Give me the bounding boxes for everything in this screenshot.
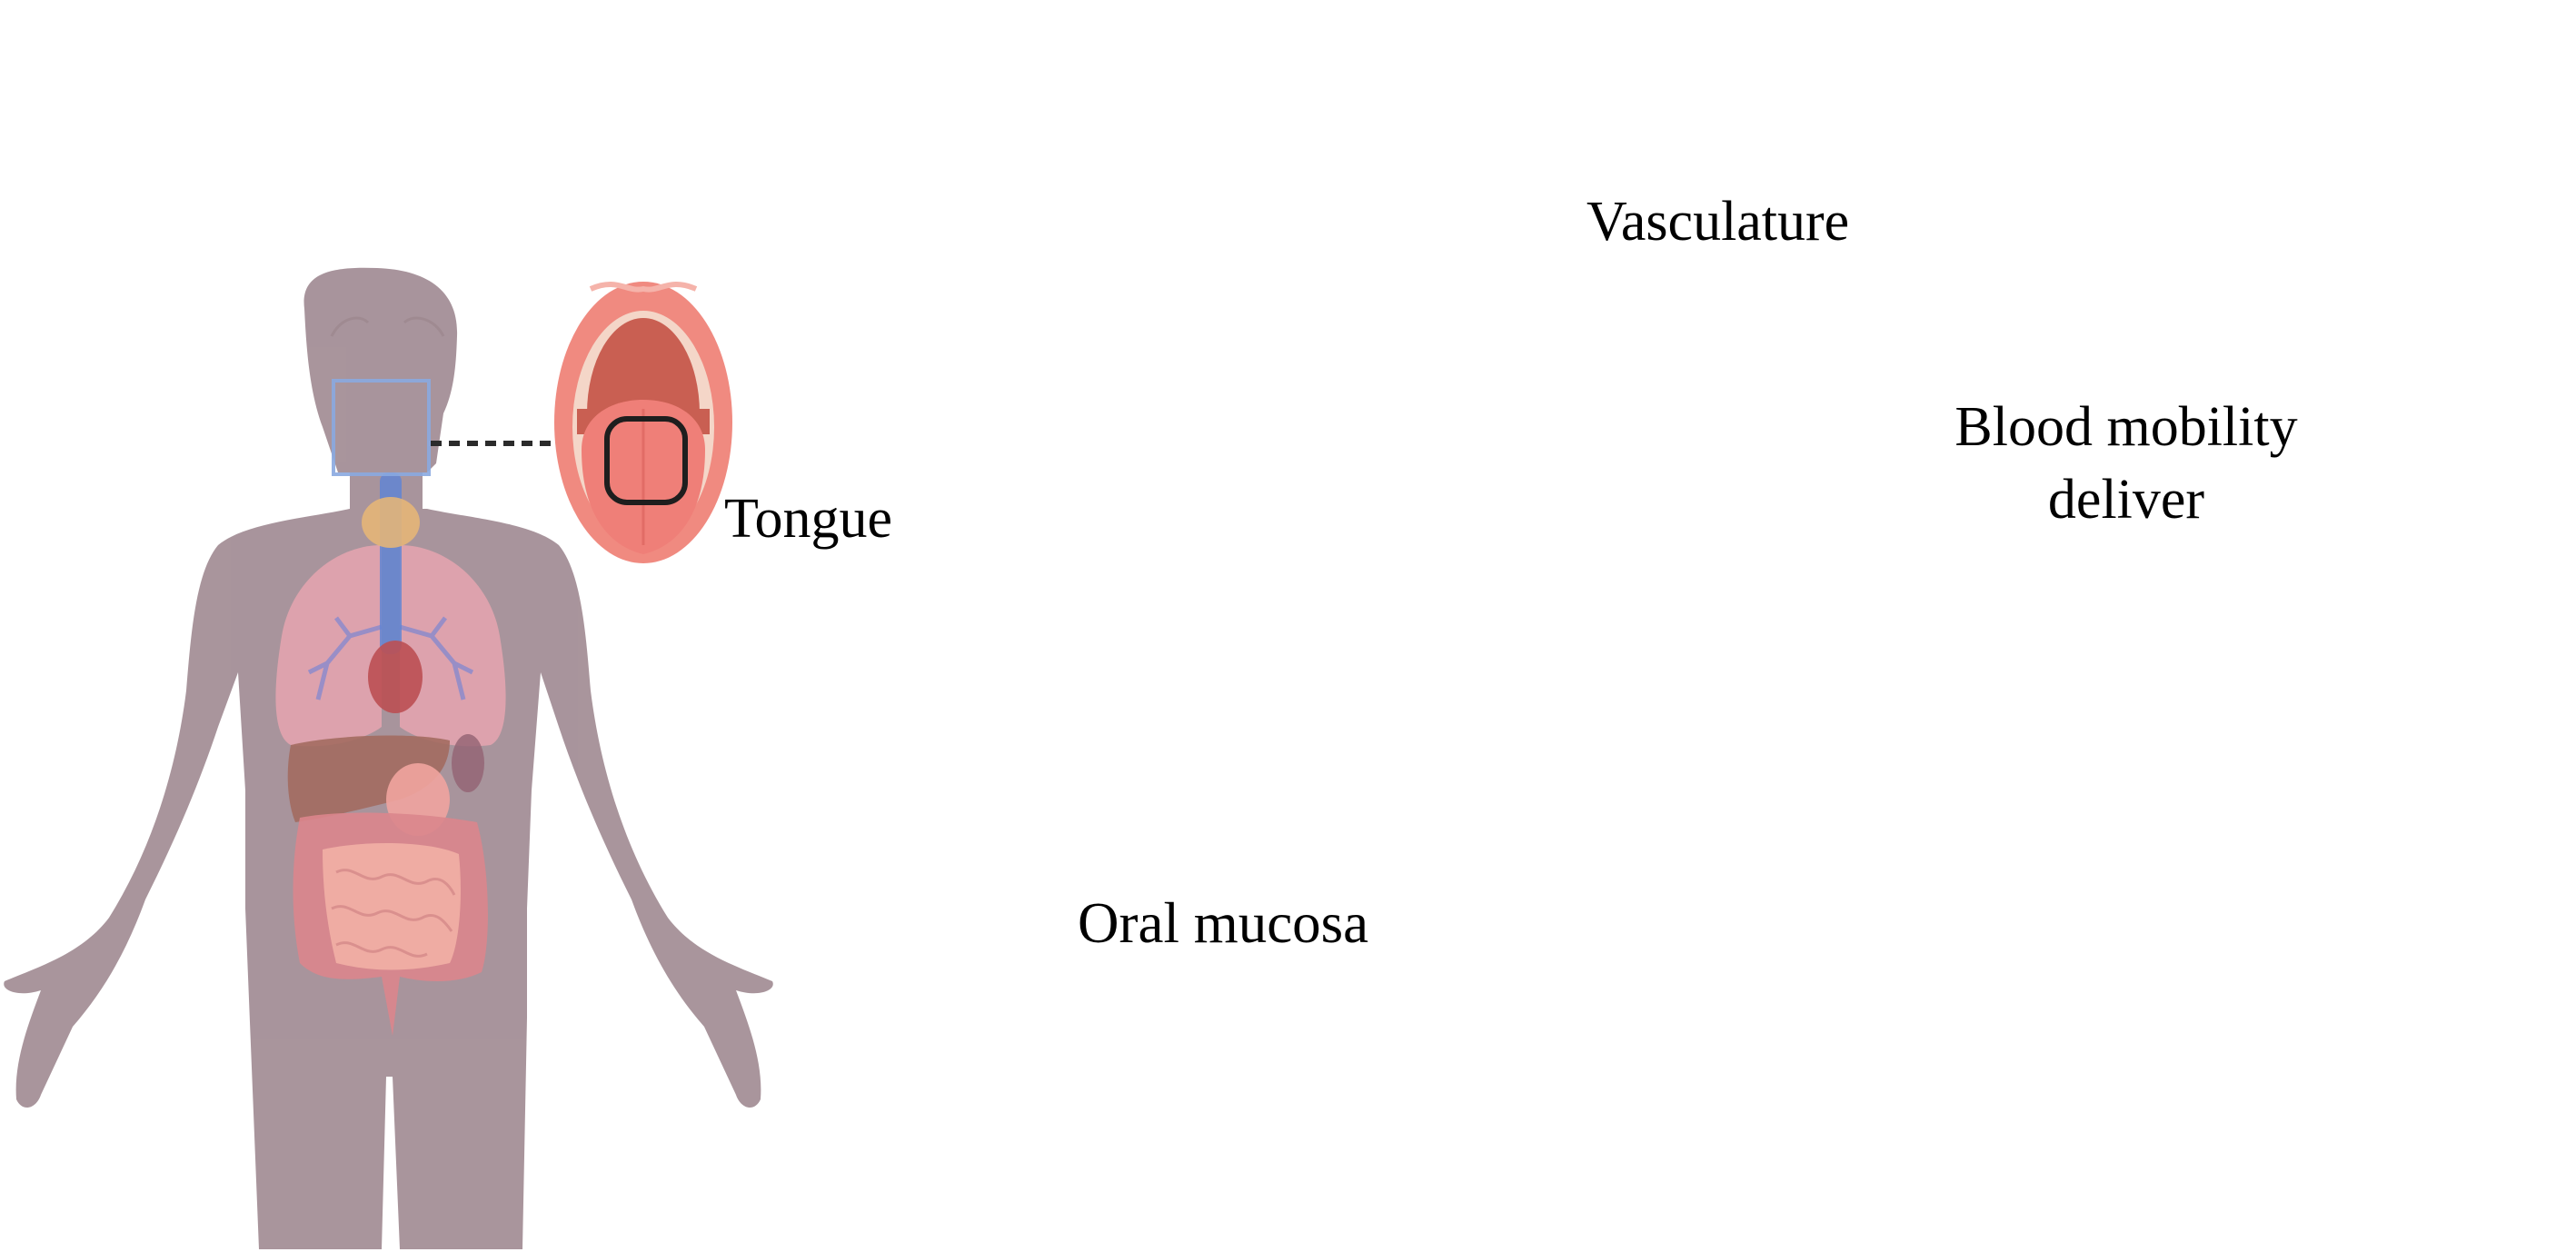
tongue-label: Tongue <box>724 488 893 550</box>
spleen <box>452 734 484 792</box>
upper-lip-notch <box>589 282 698 293</box>
body-heart <box>368 641 423 713</box>
vasculature-label: Vasculature <box>1586 191 1850 253</box>
left-lung <box>275 545 382 747</box>
blood-delivery-label-line2: deliver <box>2047 469 2205 531</box>
blood-delivery-label: Blood mobility deliver <box>1890 391 2362 536</box>
human-body-figure <box>4 267 773 1249</box>
face-outline <box>330 316 445 337</box>
bronchi <box>307 616 474 701</box>
thyroid <box>362 497 420 548</box>
face-highlight-box <box>332 379 431 476</box>
small-intestine-folds <box>331 869 456 958</box>
liver <box>287 735 450 822</box>
blood-delivery-label-line1: Blood mobility <box>1954 396 2298 458</box>
oral-mucosa-label: Oral mucosa <box>1078 891 1369 955</box>
tongue-highlight-box <box>604 416 688 505</box>
right-lung <box>400 545 506 747</box>
mouth-illustration <box>554 282 732 563</box>
